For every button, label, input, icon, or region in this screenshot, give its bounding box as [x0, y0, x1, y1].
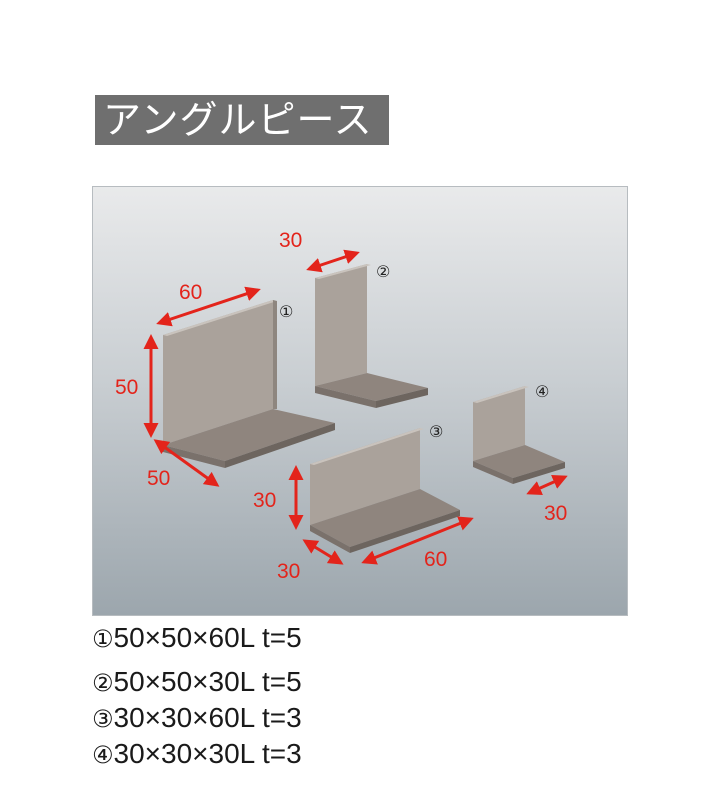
- page-title: アングルピース: [95, 95, 389, 145]
- spec-marker: ②: [92, 669, 114, 697]
- spec-text: 30×30×30L t=3: [113, 738, 302, 769]
- marker-piece-1: ①: [279, 302, 293, 321]
- dim-piece2-length: 30: [279, 229, 302, 252]
- spec-item-2: ②50×50×30L t=5: [92, 666, 302, 698]
- angle-piece-1: [163, 300, 335, 468]
- dim-piece3-length: 60: [424, 548, 447, 571]
- angle-piece-illustration: 60 50 50 30 30 30 60 30 ① ② ③ ④: [92, 186, 628, 616]
- dim-piece1-height: 50: [115, 376, 138, 399]
- angle-piece-4: [473, 386, 565, 484]
- spec-text: 50×50×30L t=5: [113, 666, 302, 697]
- dim-piece3-height: 30: [253, 489, 276, 512]
- marker-piece-2: ②: [376, 262, 390, 281]
- angle-piece-2: [315, 264, 428, 408]
- spec-item-1: ①50×50×60L t=5: [92, 622, 302, 654]
- pieces-svg: 60 50 50 30 30 30 60 30 ① ② ③ ④: [115, 229, 568, 583]
- angle-piece-3: [310, 428, 460, 553]
- marker-piece-3: ③: [429, 422, 443, 441]
- dim-piece1-depth: 50: [147, 467, 170, 490]
- spec-item-4: ④30×30×30L t=3: [92, 738, 302, 770]
- spec-text: 30×30×60L t=3: [113, 702, 302, 733]
- dimension-arrows: [143, 249, 568, 565]
- marker-piece-4: ④: [535, 382, 549, 401]
- spec-marker: ①: [92, 625, 114, 653]
- spec-marker: ③: [92, 705, 114, 733]
- spec-item-3: ③30×30×60L t=3: [92, 702, 302, 734]
- dim-piece3-depth: 30: [277, 560, 300, 583]
- dim-piece4-length: 30: [544, 502, 567, 525]
- spec-marker: ④: [92, 741, 114, 769]
- dim-piece1-length: 60: [179, 281, 202, 304]
- spec-text: 50×50×60L t=5: [113, 622, 302, 653]
